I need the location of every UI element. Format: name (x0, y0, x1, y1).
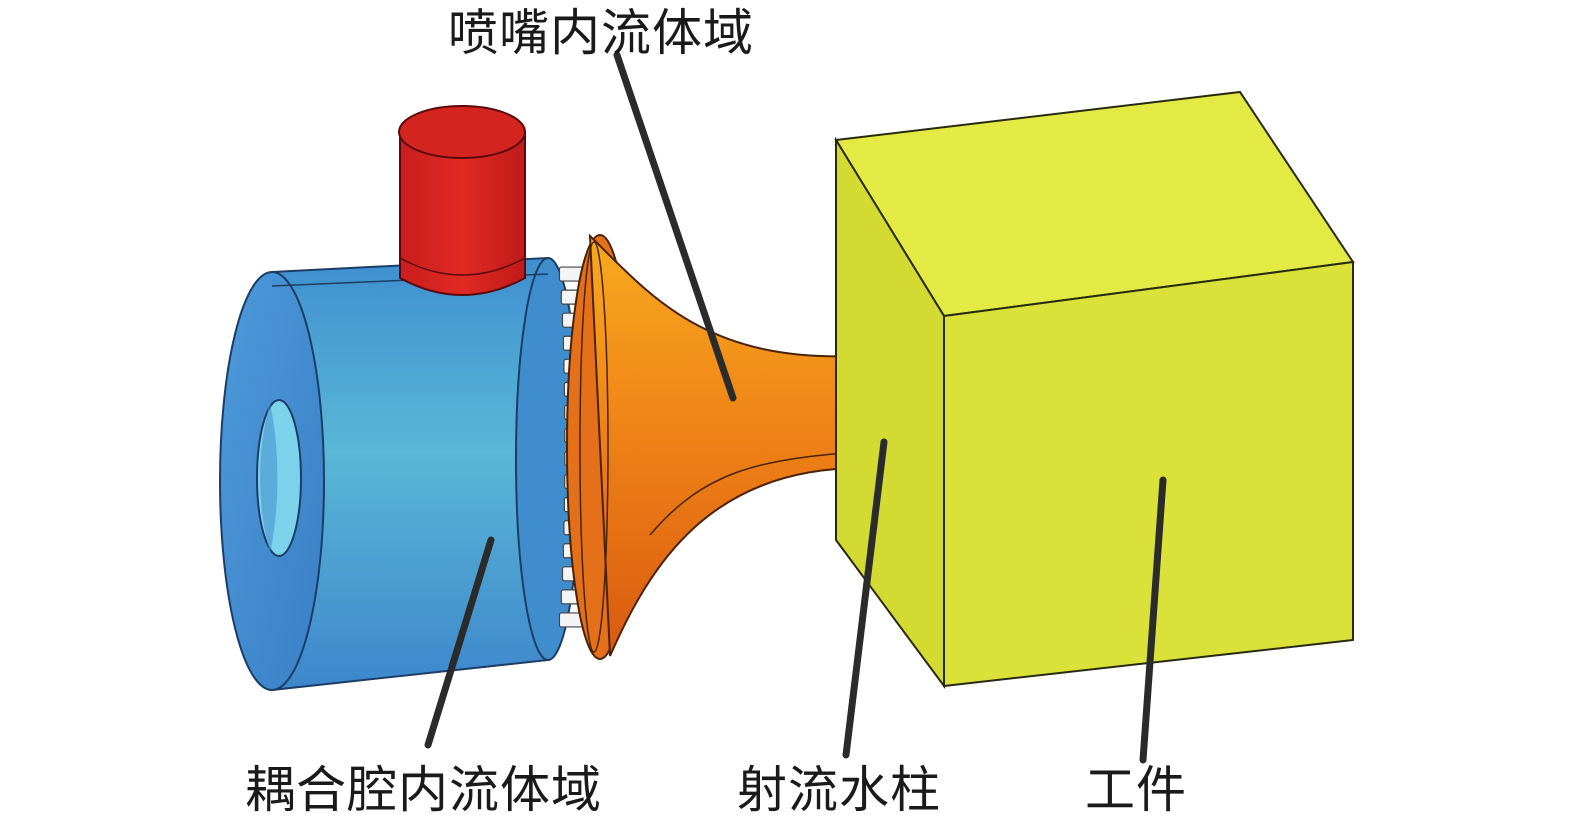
leader-line-jet (842, 438, 888, 759)
leader-line-workpiece (1139, 476, 1167, 764)
nozzle-contour-line (649, 451, 856, 536)
nozzle-fluid-domain (566, 233, 864, 660)
label-coupling-chamber-fluid-domain: 耦合腔内流体域 (245, 761, 602, 819)
nozzle-flange-front (579, 241, 609, 653)
workpiece-cube (834, 90, 1355, 690)
inlet-pipe-top (398, 105, 526, 159)
coupling-chamber-cylinder (219, 256, 581, 692)
nozzle-horn (588, 233, 864, 657)
leader-lines (424, 51, 1167, 764)
inlet-pipe-lower-ring (399, 257, 526, 276)
label-jet-column: 射流水柱 (737, 761, 941, 819)
workpiece-front-face (943, 260, 1354, 688)
inlet-pipe (398, 105, 526, 296)
leader-line-nozzle (613, 51, 737, 402)
cylinder-bore-shadow (260, 402, 278, 554)
label-workpiece: 工件 (1085, 761, 1187, 819)
label-nozzle-fluid-domain: 喷嘴内流体域 (448, 4, 754, 62)
leader-line-coupling-chamber (424, 536, 495, 749)
inlet-pipe-body (399, 131, 526, 296)
